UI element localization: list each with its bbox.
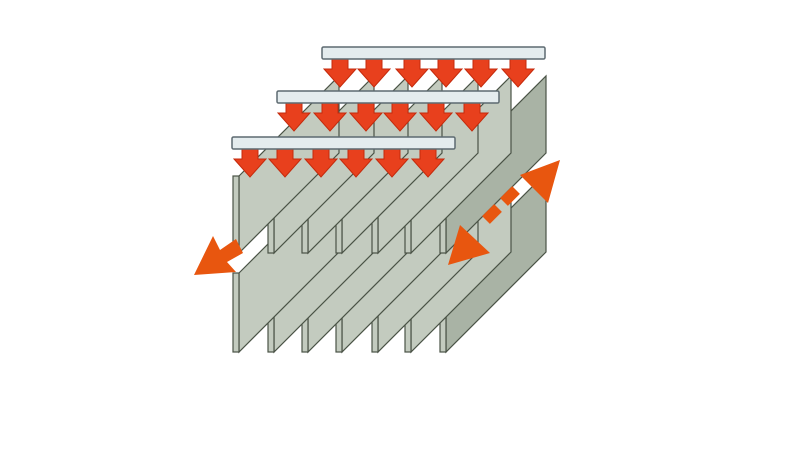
upper-plate-layer [232, 74, 547, 255]
flow-arrows [194, 160, 560, 275]
distribution-bar-3 [231, 136, 456, 150]
distribution-bar-group-2 [276, 90, 500, 132]
distribution-bar-group-3 [231, 136, 456, 178]
dashed-shaft-segment-1 [482, 204, 502, 224]
lower-plate-edge-1 [232, 272, 240, 353]
arrowhead-lower-left [448, 225, 490, 265]
distribution-bar-1 [321, 46, 546, 60]
dashed-shaft-segment-2 [500, 186, 520, 206]
down-arrow-icon-1-2 [356, 56, 392, 88]
arrowhead-upper-right [520, 160, 560, 203]
distribution-bar-group-1 [321, 46, 546, 88]
left-arrow-icon [194, 236, 243, 275]
down-arrow-icon-1-5 [463, 56, 499, 88]
distribution-bar-2 [276, 90, 500, 104]
distribution-bars [231, 46, 546, 178]
double-headed-dashed-arrow-icon [448, 160, 560, 265]
down-arrow-icon-1-1 [322, 56, 358, 88]
